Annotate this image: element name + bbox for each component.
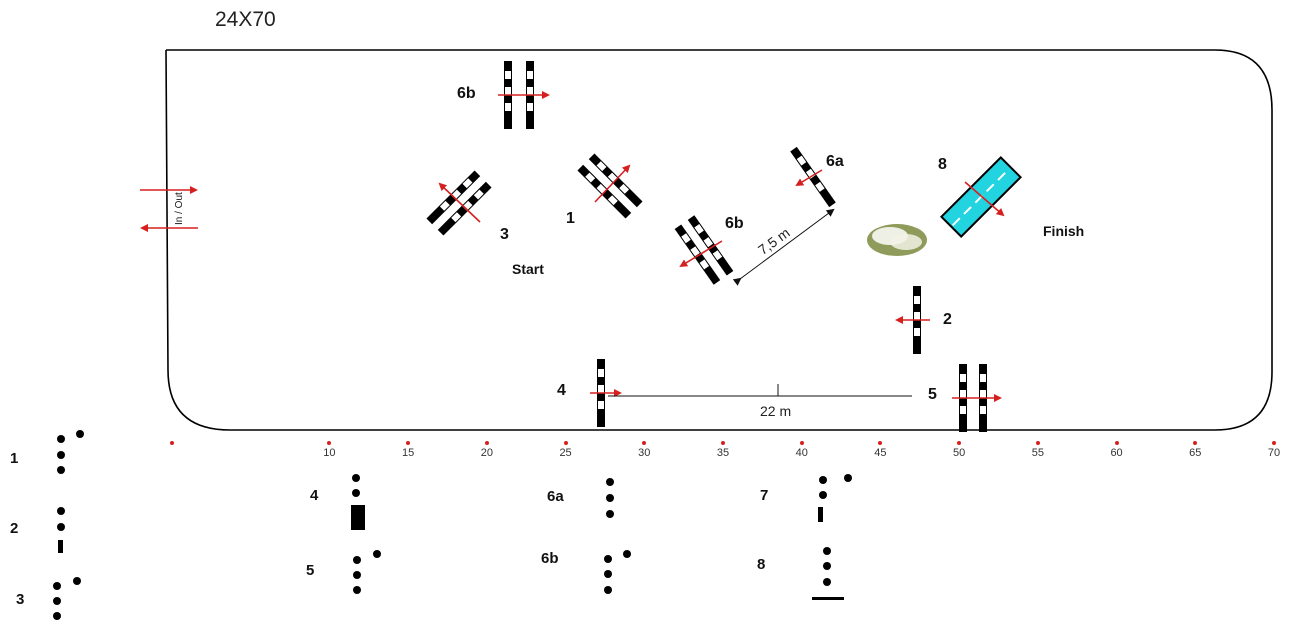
obstacle-8: [939, 155, 1023, 239]
legend-symbol-1: [57, 430, 84, 474]
arena-border: [165, 49, 1273, 431]
gate-label: In / Out: [174, 192, 185, 225]
obstacle-1-arrow: [594, 164, 631, 203]
scale-label-20: 20: [480, 447, 493, 459]
scale-label-30: 30: [638, 447, 651, 459]
legend-num-7: 7: [760, 487, 769, 504]
label-5: 5: [928, 386, 937, 403]
obstacle-3-arrow: [438, 182, 481, 223]
legend-num-1: 1: [10, 450, 19, 467]
legend-num-8: 8: [757, 556, 766, 573]
label-8: 8: [938, 156, 947, 173]
scale-dot-45: [878, 441, 883, 445]
scale-label-50: 50: [953, 447, 966, 459]
measure-4-5-label: 22 m: [760, 403, 792, 419]
scale-dot-65: [1193, 441, 1198, 445]
arena-size-title: 24X70: [215, 8, 276, 31]
scale-label-65: 65: [1189, 447, 1202, 459]
scale-dot-20: [484, 441, 489, 445]
scale-label-10: 10: [323, 447, 336, 459]
legend-symbol-8: [812, 547, 844, 600]
legend-num-4: 4: [310, 487, 319, 504]
legend-num-5: 5: [306, 562, 315, 579]
scale-dot-35: [721, 441, 725, 445]
label-1: 1: [566, 210, 575, 227]
scale-dot-10: [327, 441, 332, 445]
label-3: 3: [500, 226, 509, 243]
obstacle-8-arrow: [964, 181, 1005, 217]
legend-symbol-5: [353, 550, 381, 594]
legend-symbol-7: [818, 474, 852, 522]
legend-symbol-4: [351, 474, 365, 530]
legend-symbol-3: [53, 577, 81, 620]
scale-dot-40: [799, 441, 804, 445]
scale-dot-60: [1114, 441, 1119, 445]
legend-num-6a: 6a: [547, 488, 564, 505]
scale-label-25: 25: [559, 447, 572, 459]
legend-symbol-6a: [606, 478, 614, 518]
label-6a: 6a: [826, 153, 844, 170]
scale-dot-55: [1035, 441, 1040, 445]
scale-dot-25: [563, 441, 568, 445]
finish-label: Finish: [1043, 223, 1085, 239]
scale-dot-15: [406, 441, 411, 445]
legend-num-3: 3: [16, 591, 25, 608]
scale-label-45: 45: [874, 447, 887, 459]
obstacle-6a-arrow: [795, 169, 823, 187]
label-4: 4: [557, 382, 566, 399]
legend-num-6b: 6b: [541, 550, 559, 567]
start-label: Start: [512, 261, 544, 277]
obstacle-6b-arrow: [679, 240, 723, 268]
scale-label-40: 40: [795, 447, 808, 459]
scale-label-15: 15: [402, 447, 415, 459]
legend-symbol-2: [57, 507, 65, 553]
legend-num-2: 2: [10, 520, 19, 537]
label-6b-visible: 6b: [725, 215, 744, 232]
scale-label-60: 60: [1110, 447, 1123, 459]
label-7: 6b: [457, 85, 476, 102]
scale-label-70: 70: [1267, 447, 1281, 459]
scale-label-35: 35: [716, 447, 730, 459]
scale-dot-70: [1272, 441, 1276, 445]
scale-dot-30: [642, 441, 647, 445]
scale-origin-dot: [170, 441, 174, 445]
scale-label-55: 55: [1031, 447, 1044, 459]
legend-symbol-6b: [604, 550, 631, 594]
scale-dot-50: [957, 441, 962, 445]
flower-bed: [867, 224, 927, 256]
measure-6-line: [732, 208, 835, 286]
label-2: 2: [943, 311, 952, 328]
